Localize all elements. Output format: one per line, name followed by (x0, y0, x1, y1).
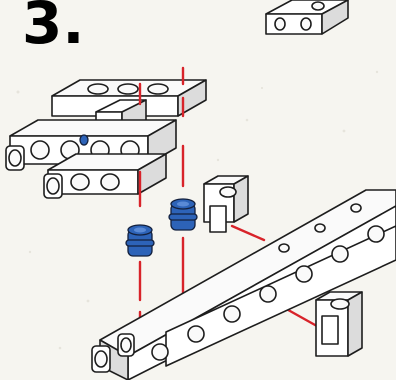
peg-right (169, 199, 197, 230)
small-brick-lower (316, 292, 362, 356)
peg-left (126, 225, 154, 256)
small-brick-upper (204, 176, 248, 232)
top-brick-assembly (6, 80, 206, 198)
previous-step-part (266, 0, 348, 34)
